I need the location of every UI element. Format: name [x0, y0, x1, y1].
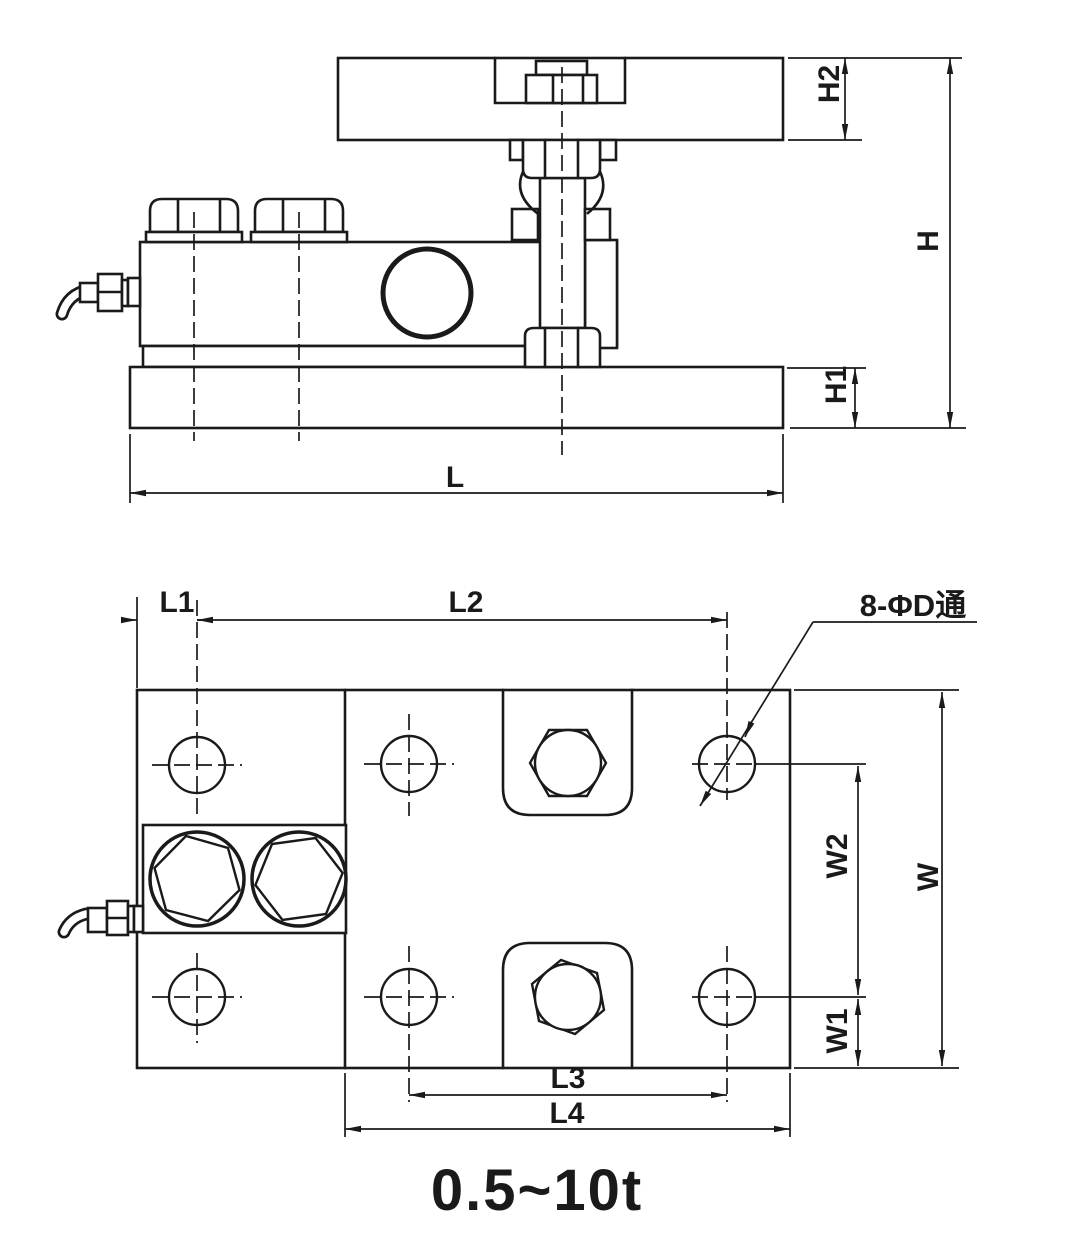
boss-right	[583, 207, 612, 242]
base-plate	[128, 365, 785, 430]
side-dimensions: H2 H H1 L	[129, 57, 966, 503]
label-H2: H2	[813, 65, 846, 103]
hex-bolt-top-circle	[533, 728, 603, 798]
spacer-plate	[141, 344, 562, 369]
slot-top	[501, 688, 634, 817]
label-holes-note: 8-ΦD通	[860, 588, 966, 623]
slot-bottom	[501, 941, 634, 1070]
capacity-label: 0.5~10t	[431, 1158, 643, 1223]
side-centerlines	[193, 67, 563, 455]
plan-cap-1-circle	[148, 830, 246, 928]
label-H1: H1	[820, 366, 853, 404]
side-view: H2 H H1 L	[55, 56, 966, 503]
plan-cap-1-hex	[153, 834, 241, 923]
plan-cap-2-hex	[254, 836, 344, 922]
leader-line	[699, 621, 814, 807]
extension-lines	[129, 57, 966, 503]
nut-flange-left	[508, 138, 525, 162]
nut-flange-right	[598, 138, 618, 162]
load-cell-hole	[380, 246, 474, 340]
label-L1: L1	[159, 586, 194, 619]
plan-dimensions: L1 L2 L3 L4 W2 W1 W 8-ΦD通	[121, 586, 977, 1137]
label-W1: W1	[821, 1009, 854, 1054]
boss-left	[510, 207, 540, 242]
label-H: H	[912, 230, 945, 252]
label-W2: W2	[821, 834, 854, 879]
plan-gland-nut	[132, 904, 145, 934]
lower-nut-facets	[543, 326, 580, 369]
plan-centerlines	[152, 600, 753, 1102]
plan-extension-lines	[136, 597, 959, 1137]
label-L4: L4	[549, 1097, 584, 1130]
gland-collar	[78, 281, 100, 304]
bolt-head-facets	[551, 73, 585, 105]
label-L: L	[446, 461, 464, 494]
leader-mid-arrow	[744, 720, 755, 738]
plan-cable	[60, 910, 90, 936]
plan-cap-2-circle	[250, 830, 348, 928]
label-W: W	[912, 862, 945, 891]
upper-nut-facets	[543, 138, 580, 180]
gland-nut	[126, 276, 142, 308]
plan-view: L1 L2 L3 L4 W2 W1 W 8-ΦD通	[57, 586, 977, 1137]
cap-2-facets	[281, 199, 327, 234]
cap-1-facets	[176, 199, 222, 234]
label-L2: L2	[448, 586, 483, 619]
hex-bolt-bottom-circle	[533, 962, 603, 1032]
label-L3: L3	[550, 1062, 585, 1095]
plan-gland-collar	[86, 906, 109, 934]
